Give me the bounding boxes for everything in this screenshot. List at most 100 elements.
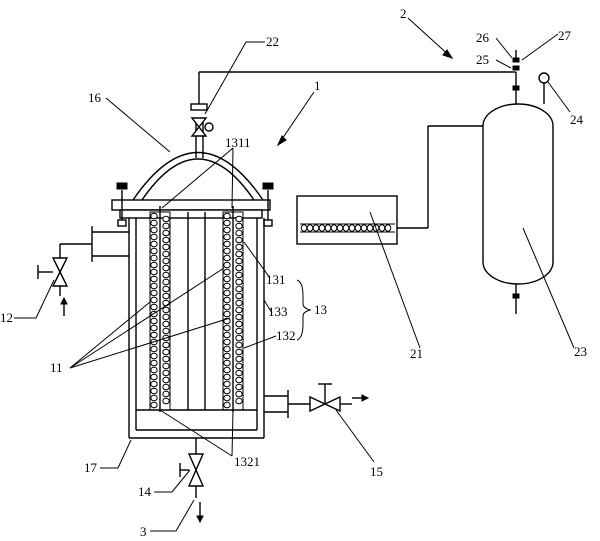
filter-coil [150,275,158,283]
label-1311: 1311 [225,135,251,150]
label-2: 2 [400,6,407,21]
filter-coil [223,338,231,346]
label-1321: 1321 [234,454,260,469]
label-16: 16 [88,90,102,105]
filter-coil [223,219,231,227]
filter-coil [162,285,170,293]
filter-coil [150,359,158,367]
pump-coil [336,224,344,232]
label-131: 131 [266,272,286,287]
filter-coil [150,254,158,262]
filter-coil [150,282,158,290]
pump-coil [300,224,308,232]
pump-coil [366,224,374,232]
outlet-pipe [264,383,370,418]
accumulator-tank [397,50,554,314]
filter-coil [150,289,158,297]
pressure-gauge-icon [538,72,550,84]
filter-coil [223,394,231,402]
filter-coil [162,376,170,384]
filter-coil [162,278,170,286]
filter-coil [223,310,231,318]
filter-coil [223,261,231,269]
filter-coil [162,264,170,272]
filter-coil [162,397,170,405]
filter-coil [162,390,170,398]
label-1: 1 [314,78,321,93]
filter-coil [150,296,158,304]
filter-coil [223,212,231,220]
filter-coil [150,387,158,395]
filter-coil [223,331,231,339]
filter-coil [223,296,231,304]
filter-coil [150,324,158,332]
pump-coil [312,224,320,232]
filter-coil [162,320,170,328]
filter-coil [223,303,231,311]
pump-coil [348,224,356,232]
label-14: 14 [138,484,152,499]
part-labels: 1 2 3 11 12 13 14 15 16 17 21 22 23 24 2… [0,6,587,539]
pump-coil [306,224,314,232]
filter-coil [150,247,158,255]
filter-coil [235,257,243,265]
pump-unit [296,195,398,245]
filter-coil [235,306,243,314]
vent-pipe [190,71,512,158]
filter-coil [235,215,243,223]
filter-coil [162,327,170,335]
filter-coil [150,366,158,374]
filter-coil [162,250,170,258]
label-26: 26 [476,30,490,45]
drain-pipe [179,438,205,524]
filter-coil [223,387,231,395]
filter-coil [235,236,243,244]
filter-coil [235,299,243,307]
filter-coil [223,240,231,248]
label-27: 27 [558,28,572,43]
filter-coil [223,373,231,381]
filter-coil [162,271,170,279]
filter-coil [150,331,158,339]
filter-coil [162,313,170,321]
filter-coil [223,359,231,367]
filter-coil [223,282,231,290]
filter-coil [223,289,231,297]
filter-coil [235,271,243,279]
filter-coil [150,261,158,269]
pump-coil [318,224,326,232]
label-132: 132 [276,328,296,343]
filter-coil [235,334,243,342]
filter-coil [162,229,170,237]
label-23: 23 [574,344,587,359]
filter-coil [235,369,243,377]
filter-coil [162,292,170,300]
filter-coil [162,355,170,363]
filter-coil [150,373,158,381]
filter-coil [150,268,158,276]
filter-coil [150,226,158,234]
inlet-pipe [37,226,129,316]
filter-coil [162,257,170,265]
filter-vessel [37,71,512,524]
filter-coil [223,324,231,332]
filter-coil [150,352,158,360]
label-24: 24 [570,112,584,127]
filter-coil [150,401,158,409]
filter-cartridge-left [149,206,171,412]
filter-coil [223,345,231,353]
filter-coil [223,226,231,234]
filter-coil [235,383,243,391]
left-bolt-icon [116,182,128,227]
pump-coil [324,224,332,232]
filter-coil [235,285,243,293]
label-17: 17 [84,460,98,475]
filter-coil [162,348,170,356]
pump-coil [354,224,362,232]
filter-coil [150,212,158,220]
label-13: 13 [314,302,327,317]
filter-coil [150,380,158,388]
filter-coil [235,397,243,405]
filter-coil [235,243,243,251]
